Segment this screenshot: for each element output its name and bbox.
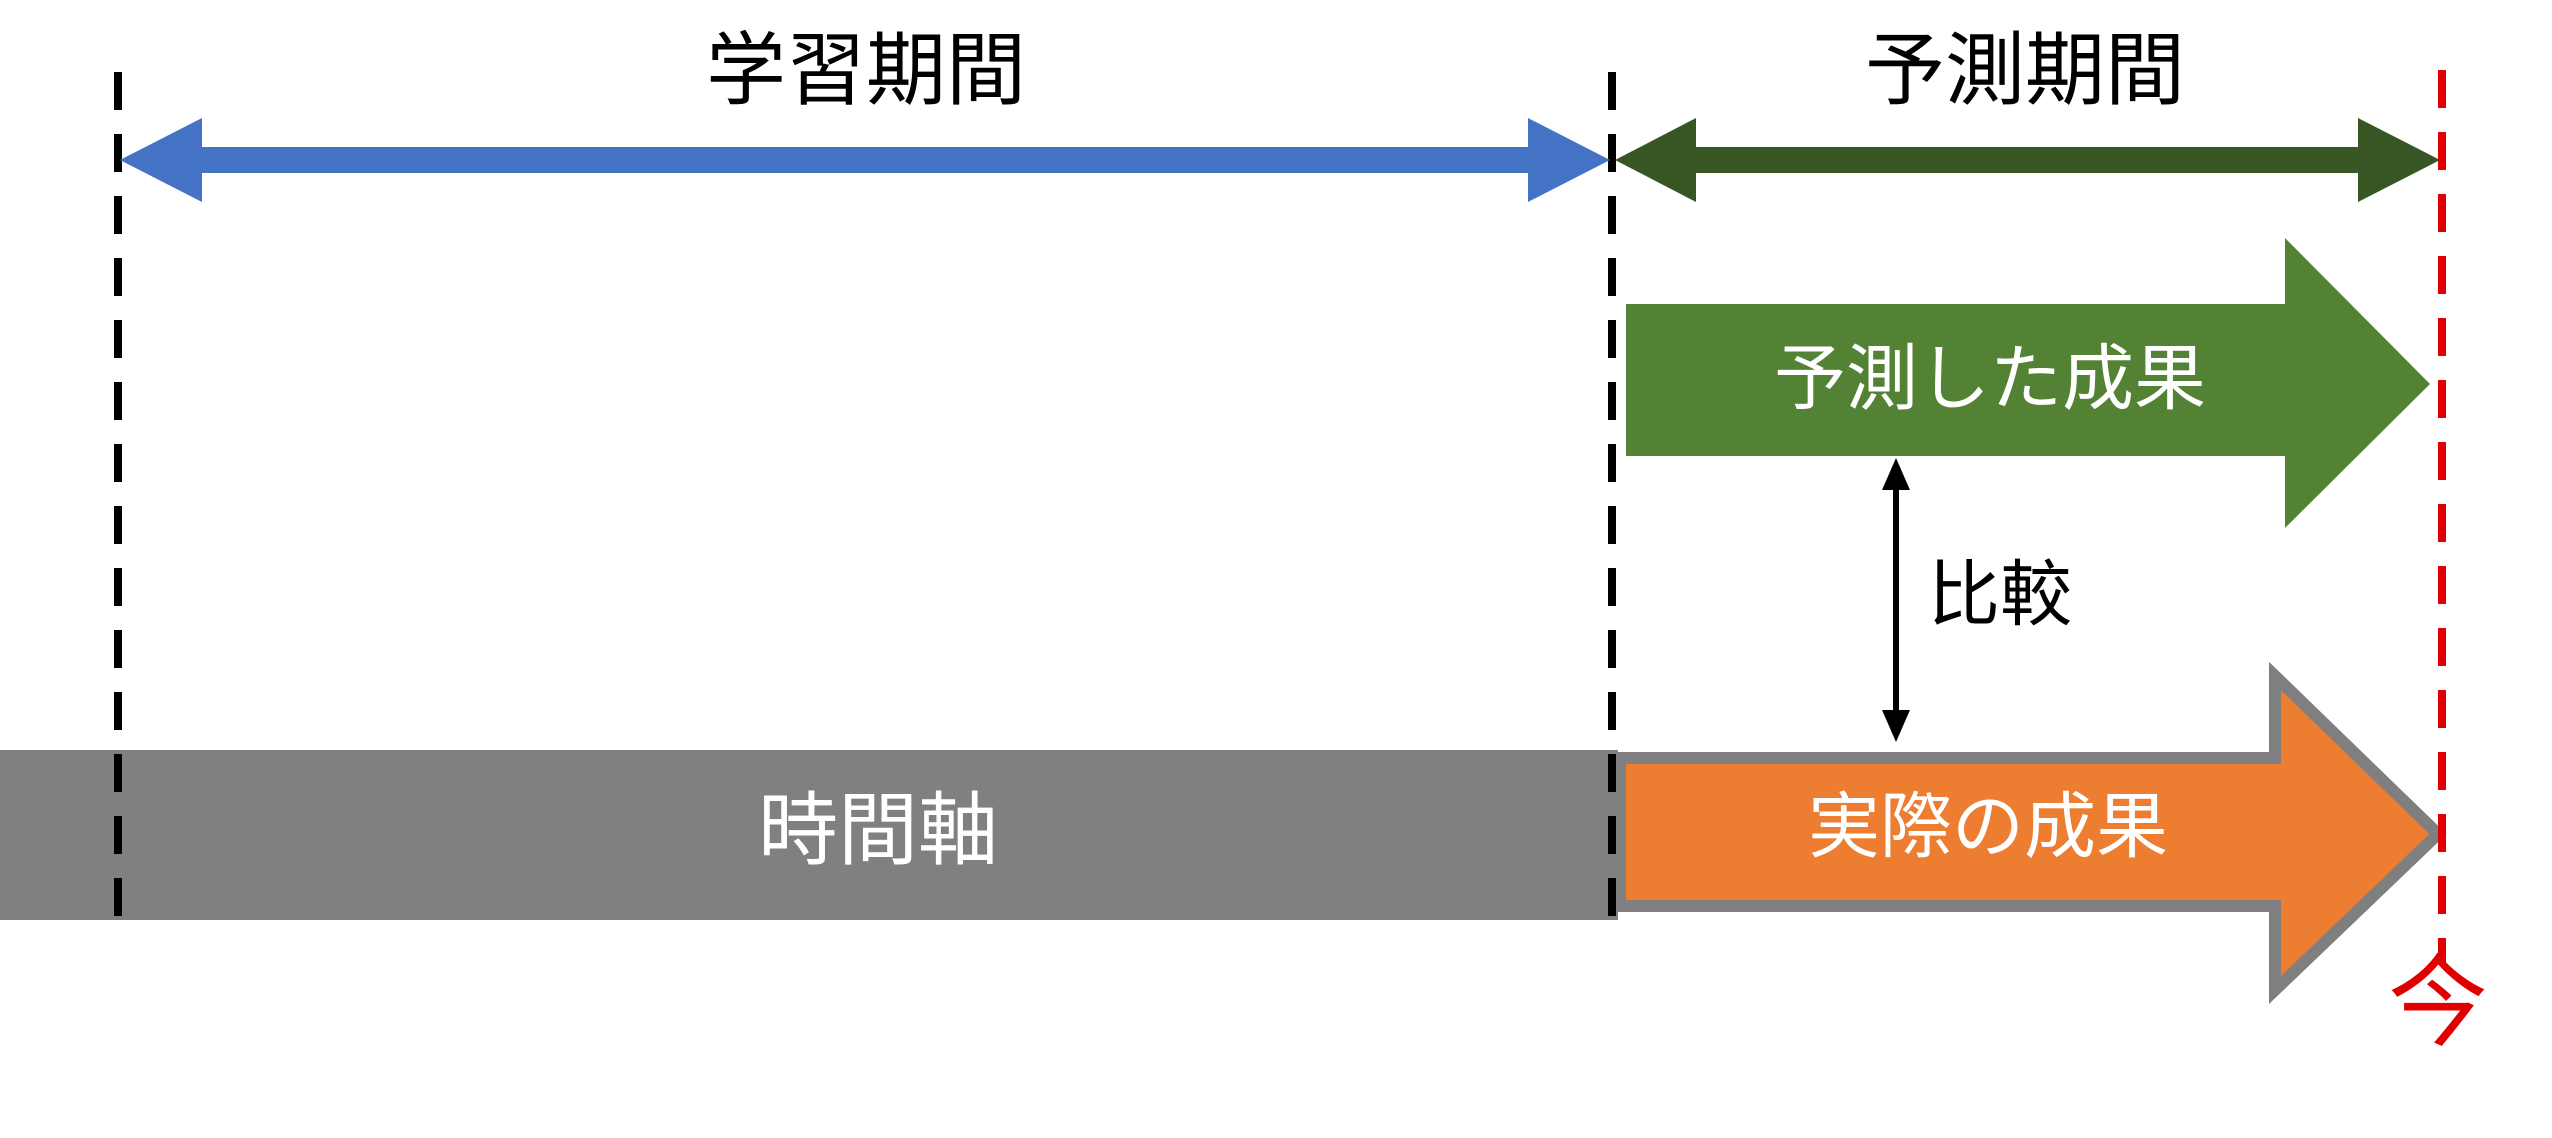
prediction-arrow-head-right <box>2358 118 2440 202</box>
prediction-period-label: 予測期間 <box>1865 24 2185 117</box>
predicted-result-arrow <box>1626 238 2430 528</box>
actual-result-label: 実際の成果 <box>1808 785 2168 869</box>
actual-result-arrow <box>1614 661 2447 1005</box>
timeline-label: 時間軸 <box>758 784 998 877</box>
predicted-result-label: 予測した成果 <box>1774 337 2206 421</box>
timeline-bar <box>0 750 1618 920</box>
training-arrow-head-left <box>120 118 202 202</box>
compare-label: 比較 <box>1928 553 2072 637</box>
now-label: 今 <box>2388 944 2488 1061</box>
prediction-arrow-head-left <box>1615 118 1696 202</box>
training-arrow-head-right <box>1528 118 1610 202</box>
compare-arrow-head-top <box>1882 458 1910 490</box>
training-period-label: 学習期間 <box>706 24 1026 117</box>
compare-arrow-head-bottom <box>1882 710 1910 742</box>
